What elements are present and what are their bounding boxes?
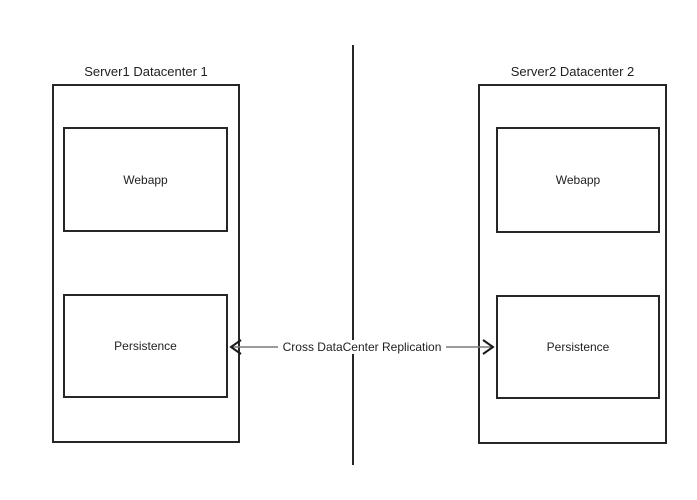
datacenter-divider-line — [352, 45, 354, 465]
server2-webapp-label: Webapp — [555, 173, 601, 187]
server1-webapp-label: Webapp — [123, 172, 168, 187]
server2-title: Server2 Datacenter 2 — [510, 64, 635, 79]
server1-webapp-box: Webapp — [63, 127, 228, 232]
replication-arrowhead-right-icon — [482, 339, 495, 355]
server2-persistence-label: Persistence — [546, 340, 610, 354]
replication-label-container: Cross DataCenter Replication — [238, 334, 486, 360]
server1-persistence-box: Persistence — [63, 294, 228, 398]
replication-label: Cross DataCenter Replication — [277, 340, 447, 354]
replication-arrowhead-left-icon — [229, 339, 242, 355]
server2-persistence-box: Persistence — [496, 295, 660, 399]
server1-title: Server1 Datacenter 1 — [84, 64, 208, 79]
server1-persistence-label: Persistence — [114, 339, 177, 353]
server2-webapp-box: Webapp — [496, 127, 660, 233]
